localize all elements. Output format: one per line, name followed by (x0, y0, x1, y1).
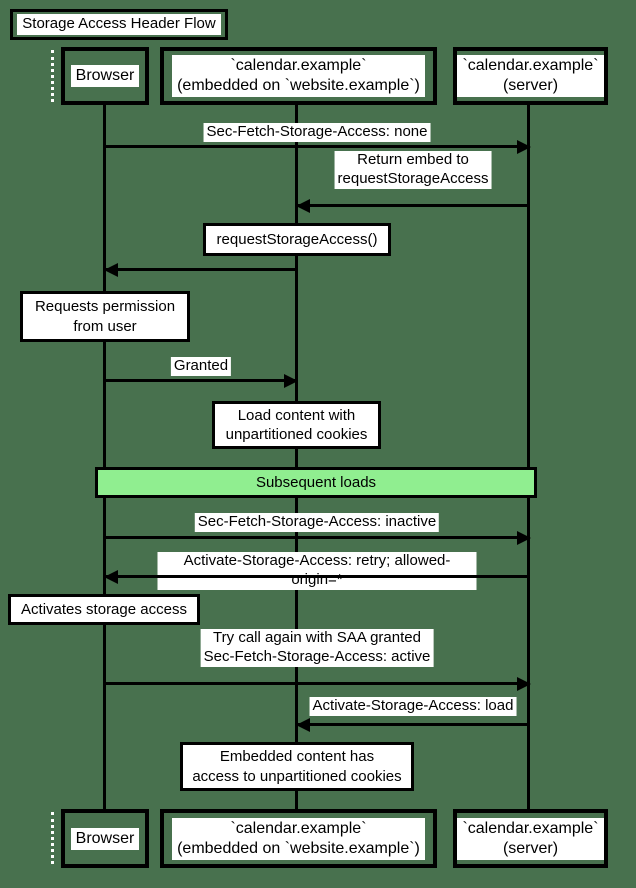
note-requests-permission: Requests permission from user (20, 291, 190, 342)
message-arrow-1 (105, 139, 531, 154)
diagram-title-box: Storage Access Header Flow (10, 9, 228, 40)
message-label-8: Activate-Storage-Access: load (309, 697, 517, 716)
arrowhead-right (517, 139, 531, 154)
arrowhead-right (517, 530, 531, 545)
participant-label-server: `calendar.example` (server) (457, 55, 604, 97)
message-arrow-6 (104, 569, 530, 584)
arrowhead-left (104, 569, 118, 584)
arrowhead-left (104, 262, 118, 277)
note-request-storage-access: requestStorageAccess() (203, 223, 391, 256)
message-arrow-8 (296, 717, 530, 732)
message-arrow-7 (105, 676, 531, 691)
lifeline-embed (295, 105, 298, 809)
diagram-title: Storage Access Header Flow (17, 14, 221, 35)
arrowhead-right (284, 373, 298, 388)
message-label-2: Return embed to requestStorageAccess (334, 151, 492, 189)
message-label-5: Sec-Fetch-Storage-Access: inactive (194, 513, 440, 532)
message-arrow-5 (105, 530, 531, 545)
participant-box-server-top: `calendar.example` (server) (453, 47, 608, 105)
message-arrow-4 (105, 373, 298, 388)
note-load-content: Load content with unpartitioned cookies (212, 401, 381, 449)
participant-box-embed-top: `calendar.example` (embedded on `website… (160, 47, 437, 105)
participant-label-browser: Browser (70, 827, 140, 850)
message-label-6: Activate-Storage-Access: retry; allowed-… (157, 552, 477, 590)
browser-box-dotted-edge (51, 812, 54, 864)
message-label-7: Try call again with SAA granted Sec-Fetc… (200, 629, 434, 667)
participant-box-browser-top: Browser (61, 47, 149, 105)
participant-label-embed: `calendar.example` (embedded on `website… (172, 55, 425, 97)
participant-label-browser: Browser (70, 65, 140, 87)
note-activates-storage-access: Activates storage access (8, 594, 200, 625)
message-arrow-2 (296, 198, 530, 213)
band-subsequent-loads: Subsequent loads (95, 467, 537, 498)
browser-box-dotted-edge (51, 50, 54, 102)
message-label-1: Sec-Fetch-Storage-Access: none (203, 123, 431, 142)
participant-box-browser-bottom: Browser (61, 809, 149, 868)
arrowhead-left (296, 717, 310, 732)
message-arrow-3 (104, 262, 297, 277)
arrowhead-right (517, 676, 531, 691)
lifeline-server (527, 105, 530, 809)
lifeline-browser (103, 105, 106, 809)
participant-label-server: `calendar.example` (server) (457, 817, 604, 860)
participant-box-server-bottom: `calendar.example` (server) (453, 809, 608, 868)
message-label-granted: Granted (170, 357, 232, 376)
participant-label-embed: `calendar.example` (embedded on `website… (172, 817, 425, 860)
note-embedded-content-access: Embedded content has access to unpartiti… (180, 742, 414, 791)
participant-box-embed-bottom: `calendar.example` (embedded on `website… (160, 809, 437, 868)
arrowhead-left (296, 198, 310, 213)
